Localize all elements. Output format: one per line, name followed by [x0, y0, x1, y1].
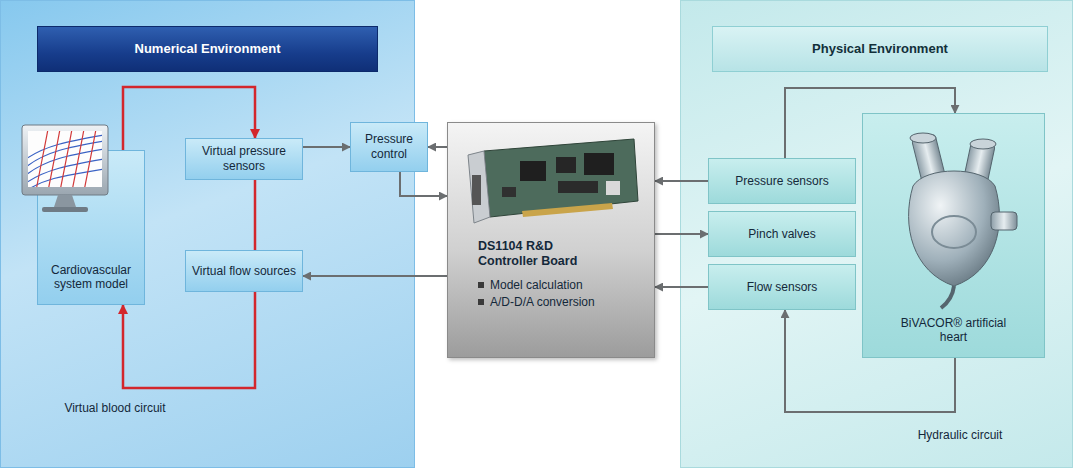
monitor-icon-part-part	[36, 131, 48, 187]
text-row: DS1104 R&D Controller Board	[478, 239, 590, 270]
monitor-icon-part-part	[84, 131, 96, 187]
controller-board-image	[462, 131, 642, 229]
circuit-label: Virtual blood circuit	[30, 401, 200, 415]
artificial-heart-image-part	[932, 216, 976, 248]
signal-arrow	[303, 146, 350, 148]
node-text: Cardiovascular system model	[44, 263, 138, 292]
sensor-box: Flow sensors	[708, 264, 856, 310]
process-box: Pressure control	[350, 122, 428, 172]
text-row: Pressure sensors	[735, 174, 828, 189]
text-row: A/D-D/A conversion	[478, 295, 602, 310]
artificial-heart-image-part	[909, 171, 1000, 286]
monitor-icon-part-part	[48, 131, 60, 187]
blood-circuit-line	[254, 180, 257, 250]
monitor-icon-part	[54, 195, 76, 207]
artificial-heart-image-part	[910, 133, 936, 143]
controller-board-image-part	[584, 153, 614, 175]
artificial-heart-image-part	[941, 286, 954, 308]
monitor-icon	[18, 119, 114, 219]
node-text: Flow sensors	[747, 280, 818, 295]
panel-heading: Physical Environment	[812, 41, 948, 57]
valve-box: Pinch valves	[708, 211, 856, 257]
signal-arrow	[655, 180, 708, 182]
text-row: Cardiovascular system model	[44, 263, 138, 292]
node-text: A/D-D/A conversion	[490, 295, 602, 310]
signal-arrow	[655, 233, 708, 235]
monitor-icon-part-part	[72, 131, 84, 187]
signal-arrow	[428, 146, 447, 148]
monitor-icon-part	[42, 207, 88, 212]
artificial-heart-box: BiVACOR® artificial heart	[862, 113, 1045, 358]
controller-board-image-part	[556, 157, 576, 173]
text-row: Pressure control	[357, 132, 421, 161]
environment-panel: Physical EnvironmentPressure sensorsPinc…	[680, 0, 1073, 468]
text-row: Model calculation	[478, 278, 602, 293]
node-text: Virtual pressure sensors	[192, 144, 296, 173]
node-text: Virtual flow sources	[192, 264, 296, 279]
node-text: Pinch valves	[748, 227, 815, 242]
board-title: DS1104 R&D Controller Board	[478, 239, 590, 270]
node-text: Pressure sensors	[735, 174, 828, 189]
text-row: Virtual pressure sensors	[192, 144, 296, 173]
sensor-box: Pressure sensors	[708, 158, 856, 204]
controller-board-box: DS1104 R&D Controller BoardModel calcula…	[447, 122, 655, 358]
text-row: Physical Environment	[712, 26, 1048, 72]
node-text: Pressure control	[357, 132, 421, 161]
controller-board-image-part	[522, 203, 613, 217]
controller-board-image-part	[484, 139, 638, 217]
controller-board-image-part	[472, 175, 481, 205]
controller-board-image-part	[606, 181, 620, 195]
model-box: Cardiovascular system model	[37, 150, 145, 305]
panel-heading: Numerical Environment	[135, 41, 281, 57]
artificial-heart-image	[879, 122, 1029, 312]
text-row: BiVACOR® artificial heart	[899, 316, 1009, 345]
node-text: Model calculation	[490, 278, 602, 293]
text-row: Flow sensors	[747, 280, 818, 295]
controller-board-image-part	[558, 181, 598, 193]
environment-panel: Numerical Environment Cardiovascular sys…	[0, 0, 415, 468]
text-row: Numerical Environment	[37, 26, 378, 72]
process-box: Virtual flow sources	[185, 250, 303, 292]
controller-board-image-part	[468, 151, 490, 223]
artificial-heart-image-part	[991, 212, 1017, 230]
monitor-icon-part	[22, 125, 108, 195]
artificial-heart-image-part	[970, 139, 996, 149]
controller-board-image-part	[502, 187, 516, 197]
signal-arrow	[655, 286, 708, 288]
monitor-icon-part	[28, 131, 102, 187]
process-box: Virtual pressure sensors	[185, 138, 303, 180]
bullet-square	[478, 282, 484, 288]
node-text: BiVACOR® artificial heart	[899, 316, 1009, 345]
controller-board-image-part	[520, 161, 546, 181]
bullet-square	[478, 299, 484, 305]
monitor-icon-part-part	[60, 131, 72, 187]
text-row: Virtual flow sources	[192, 264, 296, 279]
circuit-label: Hydraulic circuit	[880, 428, 1040, 442]
text-row: Pinch valves	[748, 227, 815, 242]
signal-arrow	[303, 275, 447, 277]
